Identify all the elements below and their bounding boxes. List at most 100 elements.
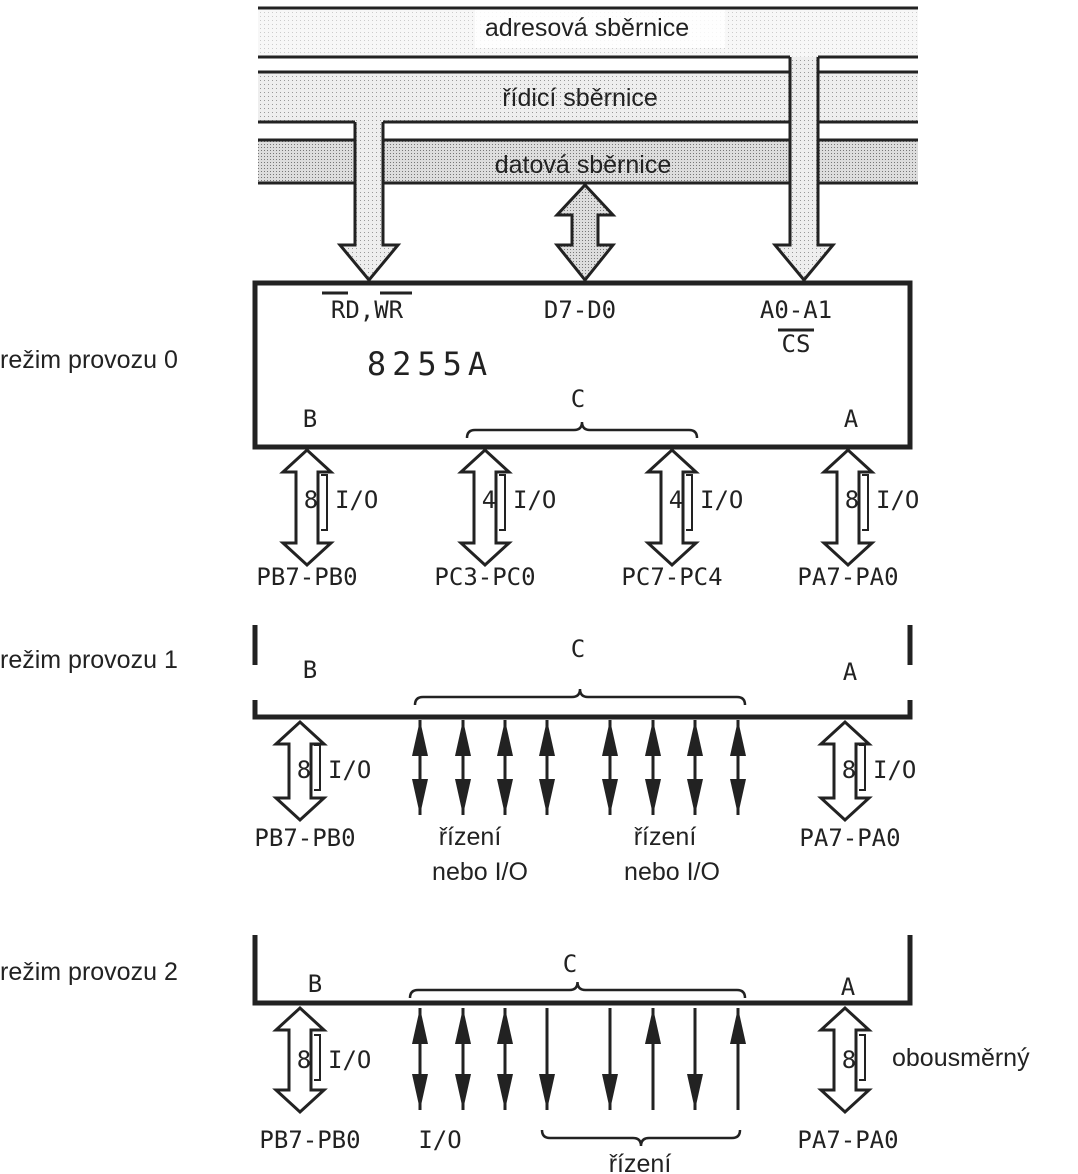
port-arrow bbox=[457, 447, 513, 568]
pc-line-arrow-head-down bbox=[412, 779, 428, 815]
bus-width-label: 4 bbox=[669, 486, 683, 514]
io-label: I/O bbox=[513, 486, 556, 514]
d7-d0-label: D7-D0 bbox=[544, 296, 616, 324]
mode-2-label: režim provozu 2 bbox=[0, 958, 178, 986]
io-label: I/O bbox=[873, 756, 916, 784]
mode-2-c-brace bbox=[408, 981, 747, 999]
pin-label: PB7-PB0 bbox=[254, 824, 355, 852]
port-c-brace bbox=[465, 421, 699, 439]
pc-line-arrow-head-down bbox=[645, 779, 661, 815]
control-brace bbox=[540, 1129, 742, 1147]
pc-line-arrow-head-up bbox=[497, 720, 513, 756]
pin-label: PB7-PB0 bbox=[259, 1126, 360, 1154]
bracket bbox=[314, 1034, 321, 1081]
control-label: řízení bbox=[609, 1150, 672, 1174]
c-group-label: řízení bbox=[634, 823, 697, 851]
bus-width-label: 8 bbox=[842, 1046, 856, 1074]
pc-line-arrow-head-up bbox=[645, 1008, 661, 1044]
mode-2-port-a: A bbox=[841, 973, 856, 1001]
pc-line-arrow-head-down bbox=[412, 1074, 428, 1110]
port-b-arrow bbox=[272, 719, 328, 823]
pin-label: PA7-PA0 bbox=[797, 1126, 898, 1154]
pc-line-arrow-head-down bbox=[497, 1074, 513, 1110]
mode-2-box bbox=[252, 935, 913, 1006]
mode-1-port-b: B bbox=[303, 656, 317, 684]
address-bus-label: adresová sběrnice bbox=[485, 14, 689, 42]
port-arrow bbox=[279, 447, 335, 568]
bracket bbox=[859, 1034, 866, 1081]
mode-1-label: režim provozu 1 bbox=[0, 646, 178, 674]
bracket bbox=[499, 474, 506, 531]
port-b-label: B bbox=[303, 405, 317, 433]
bus-width-label: 8 bbox=[297, 1046, 311, 1074]
chip-name: 8255A bbox=[367, 345, 493, 383]
rdwr-label: RD,WR bbox=[331, 296, 404, 324]
pc-line-arrow-head-down bbox=[602, 779, 618, 815]
bus-width-label: 8 bbox=[304, 486, 318, 514]
pc-line-arrow-head-up bbox=[412, 720, 428, 756]
pc-line-arrow-head-down bbox=[455, 779, 471, 815]
pc-line-arrow-head-up bbox=[539, 720, 555, 756]
c-group-label: nebo I/O bbox=[432, 858, 528, 886]
pc-line-arrow-head-down bbox=[455, 1074, 471, 1110]
port-arrow bbox=[820, 447, 876, 568]
io-label: I/O bbox=[328, 756, 371, 784]
c-group-label: nebo I/O bbox=[624, 858, 720, 886]
pc-line-arrow-head-down bbox=[539, 779, 555, 815]
data-arrow bbox=[553, 182, 617, 283]
pc-line-arrow-head-down bbox=[602, 1074, 618, 1110]
bracket bbox=[321, 474, 328, 531]
pc-line-arrow-head-up bbox=[455, 720, 471, 756]
pin-label: PA7-PA0 bbox=[797, 563, 898, 591]
port-arrow bbox=[644, 447, 700, 568]
pc-line-arrow-head-down bbox=[687, 1074, 703, 1110]
mode-2-port-b: B bbox=[308, 970, 322, 998]
pc-line-arrow-head-up bbox=[455, 1008, 471, 1044]
mode-1-c-brace bbox=[413, 688, 747, 706]
pc-line-arrow-head-up bbox=[687, 720, 703, 756]
control-arrow bbox=[336, 122, 402, 283]
bus-width-label: 8 bbox=[845, 486, 859, 514]
pc-line-arrow-head-up bbox=[645, 720, 661, 756]
pc-line-arrow-head-down bbox=[539, 1074, 555, 1110]
mode-2-port-c: C bbox=[563, 950, 577, 978]
pin-label: PC3-PC0 bbox=[434, 563, 535, 591]
pc-line-arrow-head-up bbox=[602, 720, 618, 756]
bracket bbox=[314, 744, 321, 791]
port-c-label: C bbox=[571, 385, 585, 413]
pin-label: PA7-PA0 bbox=[799, 824, 900, 852]
bus-width-label: 8 bbox=[842, 756, 856, 784]
io-label: I/O bbox=[335, 486, 378, 514]
bus-area: adresová sběrnice řídicí sběrnice datová… bbox=[258, 6, 918, 283]
port-a-arrow bbox=[817, 719, 873, 823]
port-a-arrow bbox=[817, 1005, 873, 1115]
bracket bbox=[686, 474, 693, 531]
chip-8255a-box bbox=[252, 280, 913, 450]
mode-0-label: režim provozu 0 bbox=[0, 346, 178, 374]
mode-1-port-c: C bbox=[571, 635, 585, 663]
pin-label: I/O bbox=[418, 1126, 461, 1154]
address-arrow bbox=[771, 57, 837, 283]
pc-line-arrow-head-down bbox=[730, 779, 746, 815]
pin-label: PB7-PB0 bbox=[256, 563, 357, 591]
pc-line-arrow-head-up bbox=[497, 1008, 513, 1044]
port-b-arrow bbox=[272, 1005, 328, 1115]
bracket bbox=[859, 744, 866, 791]
io-label: I/O bbox=[700, 486, 743, 514]
bus-width-label: 4 bbox=[482, 486, 496, 514]
cs-label: CS bbox=[782, 330, 811, 358]
mode-1-box bbox=[252, 625, 913, 720]
pc-line-arrow-head-up bbox=[730, 720, 746, 756]
bracket bbox=[862, 474, 869, 531]
pin-label: PC7-PC4 bbox=[621, 563, 722, 591]
bus-width-label: 8 bbox=[297, 756, 311, 784]
pc-line-arrow-head-down bbox=[497, 779, 513, 815]
a0-a1-label: A0-A1 bbox=[760, 296, 832, 324]
pc-line-arrow-head-up bbox=[412, 1008, 428, 1044]
port-a-label: A bbox=[844, 405, 859, 433]
mode-1-port-a: A bbox=[843, 658, 858, 686]
